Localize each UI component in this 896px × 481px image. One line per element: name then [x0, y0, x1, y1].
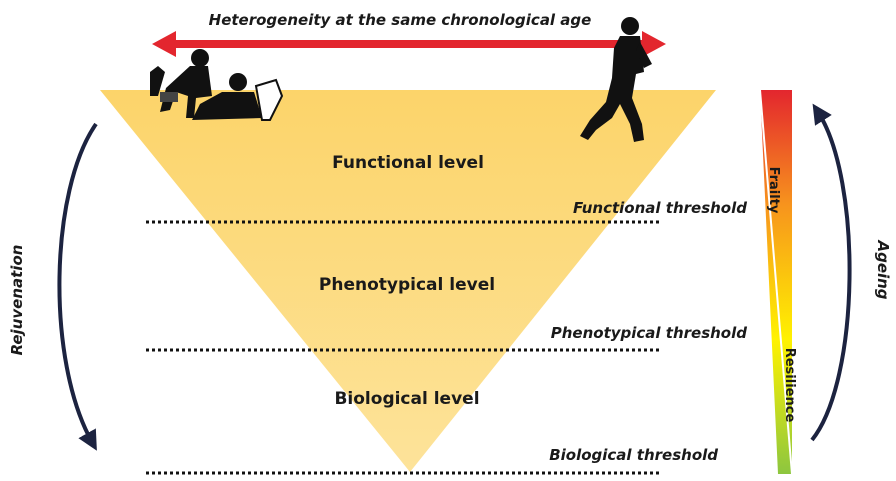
runner-icon	[580, 17, 652, 142]
heterogeneity-arrow	[152, 31, 666, 57]
rejuvenation-label: Rejuvenation	[8, 245, 26, 356]
phenotypical-threshold-label: Phenotypical threshold	[551, 324, 748, 342]
caregiver-and-patient-icon	[150, 49, 284, 121]
rejuvenation-arrow	[57, 122, 98, 451]
phenotypical-level-label: Phenotypical level	[319, 275, 495, 295]
heterogeneity-label: Heterogeneity at the same chronological …	[209, 11, 592, 29]
level-triangle	[100, 90, 716, 472]
functional-level-label: Functional level	[332, 153, 484, 173]
biological-level-label: Biological level	[334, 389, 479, 409]
resilience-label: Resilience	[782, 348, 797, 423]
frailty-label: Frailty	[766, 167, 781, 214]
biological-threshold-label: Biological threshold	[549, 446, 718, 464]
ageing-label: Ageing	[874, 239, 892, 299]
ageing-arrow	[810, 103, 852, 442]
functional-threshold-label: Functional threshold	[573, 199, 747, 217]
